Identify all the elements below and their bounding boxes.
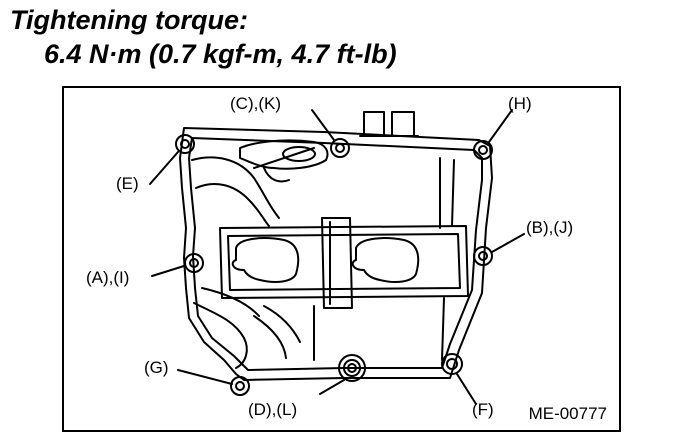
label-d-l: (D),(L) bbox=[248, 400, 298, 419]
connector-right bbox=[391, 111, 415, 137]
cover-outline bbox=[179, 127, 493, 381]
bolt-ai bbox=[184, 253, 204, 273]
center-plate-inner bbox=[227, 233, 461, 291]
figure-code: ME-00777 bbox=[528, 404, 607, 423]
label-e: (E) bbox=[116, 174, 139, 193]
manifold-curve-lower bbox=[193, 302, 248, 369]
manifold-curve-upper-2 bbox=[195, 183, 270, 227]
label-c-k: (C),(K) bbox=[230, 94, 281, 113]
rib-lower-2 bbox=[263, 305, 301, 343]
bolt-e bbox=[175, 134, 195, 154]
bolt-f bbox=[441, 353, 463, 375]
label-h: (H) bbox=[508, 94, 532, 113]
leader-bj bbox=[491, 233, 525, 253]
manifold-curve-upper bbox=[191, 156, 280, 219]
center-strap bbox=[321, 217, 353, 309]
rib-right-3 bbox=[441, 297, 445, 361]
cover-outline-inner bbox=[188, 137, 483, 371]
leader-f bbox=[456, 373, 477, 405]
left-cutout bbox=[231, 237, 300, 283]
bolt-h bbox=[473, 140, 493, 160]
label-b-j: (B),(J) bbox=[526, 218, 574, 237]
bolt-g bbox=[230, 376, 250, 396]
label-a-i: (A),(I) bbox=[86, 268, 130, 287]
center-plate bbox=[219, 225, 469, 299]
label-g: (G) bbox=[144, 358, 169, 377]
leader-g bbox=[177, 369, 233, 385]
bracket-arm bbox=[263, 167, 290, 183]
torque-heading: Tightening torque: bbox=[10, 5, 248, 35]
bolt-bj bbox=[473, 246, 493, 266]
torque-value: 6.4 N·m (0.7 kgf-m, 4.7 ft-lb) bbox=[44, 39, 397, 69]
leader-h bbox=[488, 109, 513, 143]
cover-diagram-frame: (C),(K) (H) (E) (B),(J) (A),(I) (G) (D),… bbox=[62, 86, 621, 432]
connector-left bbox=[363, 111, 385, 137]
leader-dl bbox=[319, 379, 345, 395]
bolt-dl bbox=[338, 354, 366, 382]
right-cutout bbox=[351, 237, 420, 283]
rib-right-2 bbox=[451, 159, 455, 227]
leader-ai bbox=[151, 265, 185, 277]
rib-top bbox=[253, 147, 315, 169]
bracket bbox=[239, 139, 329, 170]
bolt-ck bbox=[330, 138, 350, 158]
rib-lower-1 bbox=[253, 315, 287, 359]
label-f: (F) bbox=[472, 400, 494, 419]
leader-e bbox=[149, 151, 179, 185]
bracket-hole bbox=[282, 146, 316, 162]
cover-diagram bbox=[149, 109, 525, 405]
leader-ck bbox=[311, 109, 335, 141]
